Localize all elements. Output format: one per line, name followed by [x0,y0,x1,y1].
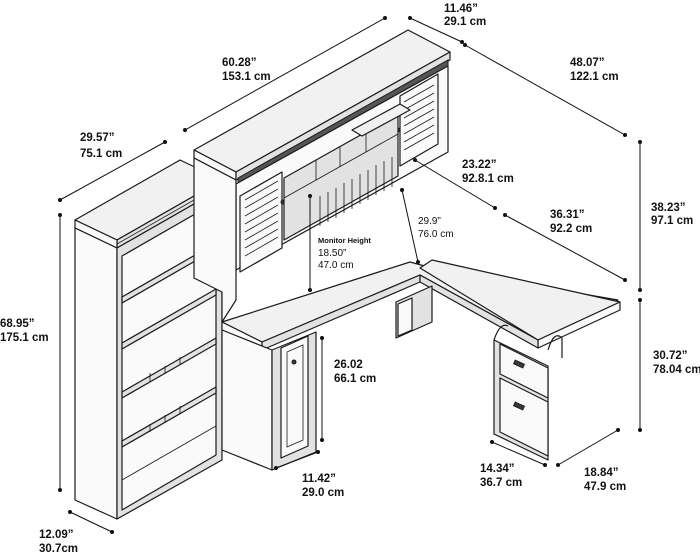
file-pedestal-in: 14.34” [480,463,515,475]
return-length-in: 48.07” [570,57,605,69]
desk-top-height-cm: 78.04 cm [653,364,700,376]
hutch-cubbies [283,132,399,199]
bookcase [74,159,223,520]
inner-return-cm: 92.2 cm [550,223,592,235]
desk-height-cm: 76.0 cm [418,229,454,240]
cabinet-knob-icon [291,359,297,365]
dimension-labels: 11.46” 29.1 cm 60.28” 153.1 cm 48.07” 12… [0,3,700,554]
bookcase-width-in: 29.57” [80,132,115,144]
bookcase-height-cm: 175.1 cm [0,332,49,344]
return-length-cm: 122.1 cm [570,71,619,83]
monitor-height-label: Monitor Height [318,236,371,245]
inner-return-in: 36.31” [550,209,585,221]
bookcase-depth-cm: 30.7cm [39,543,78,554]
knee-height-in: 26.02 [334,359,363,371]
desk-height-in: 29.9” [418,216,441,227]
bookcase-height-in: 68.95” [0,318,35,330]
monitor-height-cm: 47.0 cm [318,260,354,271]
bookcase-depth-in: 12.09” [39,529,74,541]
clearance-height-in: 23.22” [462,159,497,171]
file-pedestal-cm: 36.7 cm [480,477,522,489]
desk [221,259,621,471]
pedestal-width-cm: 29.0 cm [302,487,344,499]
bookcase-shelves [121,242,217,481]
hutch-slat-panel [319,157,393,226]
pedestal-width-in: 11.42” [302,473,336,485]
knee-height-cm: 66.1 cm [334,373,376,385]
hutch-width-in: 60.28” [222,57,257,69]
right-louver-door [403,84,435,151]
dimension-lines [58,16,642,534]
hutch-height-cm: 97.1 cm [651,215,693,227]
return-depth-cm: 47.9 cm [584,481,626,493]
left-louver-door [244,180,279,257]
hutch-depth-cm: 29.1 cm [444,16,486,28]
bookcase-width-cm: 75.1 cm [80,148,122,160]
return-depth-in: 18.84” [584,467,619,479]
monitor-height-in: 18.50” [318,248,346,259]
hutch-width-cm: 153.1 cm [222,71,271,83]
desk-top-height-in: 30.72” [653,350,688,362]
hutch-height-in: 38.23” [651,202,686,214]
hutch-depth-in: 11.46” [444,3,478,15]
clearance-height-cm: 92.8.1 cm [462,173,514,185]
